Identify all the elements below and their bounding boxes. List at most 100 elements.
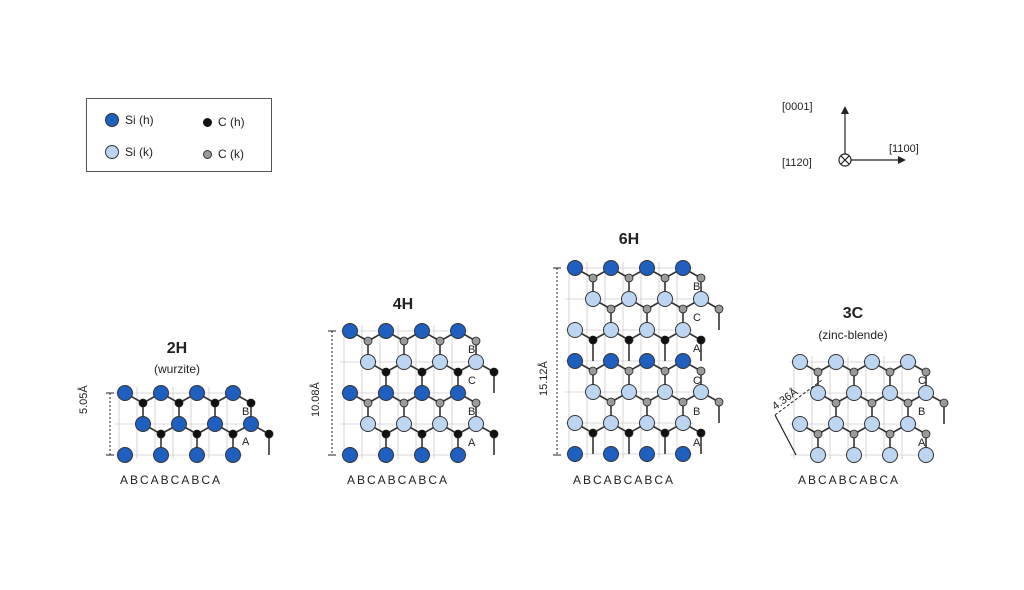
polytype-6h-layer: C bbox=[693, 312, 701, 324]
polytype-6h-carbon-atom bbox=[624, 273, 634, 283]
polytype-3c-silicon-atom bbox=[810, 385, 826, 401]
axis-right-label: [1100] bbox=[889, 143, 919, 155]
polytype-2h-carbon-atom bbox=[228, 429, 238, 439]
polytype-6h-silicon-atom bbox=[675, 446, 691, 462]
polytype-3c-silicon-atom bbox=[864, 416, 880, 432]
polytype-6h-title: 6H bbox=[618, 231, 640, 248]
polytype-4h-carbon-atom bbox=[435, 336, 445, 346]
polytype-4h-carbon-atom bbox=[417, 429, 427, 439]
polytype-6h-carbon-atom bbox=[606, 304, 616, 314]
polytype-6h-carbon-atom bbox=[696, 335, 706, 345]
polytype-4h-silicon-atom bbox=[342, 385, 358, 401]
polytype-6h-silicon-atom bbox=[603, 415, 619, 431]
polytype-4h-silicon-atom bbox=[360, 354, 376, 370]
polytype-6h-carbon-atom bbox=[606, 397, 616, 407]
polytype-4h-carbon-atom bbox=[489, 367, 499, 377]
polytype-2h-silicon-atom bbox=[243, 416, 259, 432]
polytype-6h-silicon-atom bbox=[585, 384, 601, 400]
polytype-6h-silicon-atom bbox=[657, 291, 673, 307]
polytype-3c-carbon-atom bbox=[921, 367, 931, 377]
polytype-6h-silicon-atom bbox=[585, 291, 601, 307]
polytype-2h-layer: B bbox=[242, 406, 250, 418]
polytype-6h-silicon-atom bbox=[621, 291, 637, 307]
polytype-2h-silicon-atom bbox=[225, 447, 241, 463]
axis-right-arrow-icon bbox=[845, 156, 906, 164]
polytype-6h-silicon-atom bbox=[639, 322, 655, 338]
polytype-4h-silicon-atom bbox=[468, 416, 484, 432]
polytype-4h-stacking: ABCABCABCA bbox=[347, 473, 450, 487]
polytype-6h-silicon-atom bbox=[693, 384, 709, 400]
polytype-3c-carbon-atom bbox=[939, 398, 949, 408]
polytype-3c-silicon-atom bbox=[792, 416, 808, 432]
polytype-6h-layer: B bbox=[693, 281, 701, 293]
polytype-2h-carbon-atom bbox=[156, 429, 166, 439]
polytype-3c-stacking: ABCABCABCA bbox=[798, 473, 901, 487]
polytype-2h-silicon-atom bbox=[117, 385, 133, 401]
polytype-6h-carbon-atom bbox=[660, 428, 670, 438]
polytype-6h-dimension: 15.12Å bbox=[538, 361, 550, 396]
polytype-3c-subtitle: (zinc-blende) bbox=[818, 328, 888, 342]
polytype-4h-silicon-atom bbox=[450, 323, 466, 339]
polytype-4h-carbon-atom bbox=[471, 398, 481, 408]
polytype-4h-layer: B bbox=[468, 406, 476, 418]
polytype-2h-carbon-atom bbox=[192, 429, 202, 439]
polytype-2h-silicon-atom bbox=[225, 385, 241, 401]
polytype-4h-silicon-atom bbox=[396, 354, 412, 370]
polytype-3c-carbon-atom bbox=[813, 367, 823, 377]
si-k-swatch-icon bbox=[105, 145, 119, 159]
polytype-6h-silicon-atom bbox=[567, 353, 583, 369]
polytype-4h-silicon-atom bbox=[342, 447, 358, 463]
polytype-3c-carbon-atom bbox=[849, 429, 859, 439]
polytype-3c-silicon-atom bbox=[828, 416, 844, 432]
polytype-6h-layer: A bbox=[693, 437, 701, 449]
polytype-4h-carbon-atom bbox=[471, 336, 481, 346]
legend-si-k: Si (k) bbox=[105, 145, 153, 159]
polytype-3c-silicon-atom bbox=[918, 385, 934, 401]
polytype-3c-silicon-atom bbox=[810, 447, 826, 463]
polytype-6h-layer: B bbox=[693, 406, 701, 418]
c-k-swatch-icon bbox=[203, 149, 212, 159]
polytype-3c-silicon-atom bbox=[900, 354, 916, 370]
polytype-2h-layer: A bbox=[242, 436, 250, 448]
legend-si-h-label: Si (h) bbox=[125, 113, 154, 127]
axis-up-arrow-icon bbox=[841, 106, 849, 160]
polytype-2h-silicon-atom bbox=[153, 385, 169, 401]
polytype-2h-title: 2H bbox=[166, 340, 188, 357]
polytype-6h-silicon-atom bbox=[567, 322, 583, 338]
polytype-4h-carbon-atom bbox=[381, 429, 391, 439]
polytype-3c-silicon-atom bbox=[918, 447, 934, 463]
polytype-4h-dimension: 10.08Å bbox=[310, 382, 322, 417]
polytype-6h-carbon-atom bbox=[642, 304, 652, 314]
polytype-6h-carbon-atom bbox=[660, 335, 670, 345]
polytype-4h-carbon-atom bbox=[489, 429, 499, 439]
polytype-6h-silicon-atom bbox=[603, 353, 619, 369]
polytype-6h-silicon-atom bbox=[639, 260, 655, 276]
polytype-2h-silicon-atom bbox=[189, 385, 205, 401]
polytype-2h-dimension: 5.05Å bbox=[78, 385, 90, 414]
polytype-6h-carbon-atom bbox=[696, 273, 706, 283]
polytype-3c-carbon-atom bbox=[885, 429, 895, 439]
polytype-6h-carbon-atom bbox=[696, 428, 706, 438]
polytype-2h-carbon-atom bbox=[264, 429, 274, 439]
polytype-3c-carbon-atom bbox=[921, 429, 931, 439]
polytype-4h-silicon-atom bbox=[414, 447, 430, 463]
polytype-6h-silicon-atom bbox=[567, 446, 583, 462]
polytype-6h-silicon-atom bbox=[693, 291, 709, 307]
legend: Si (h) C (h) Si (k) C (k) bbox=[86, 98, 272, 172]
polytype-2h-silicon-atom bbox=[135, 416, 151, 432]
polytype-6h-carbon-atom bbox=[660, 273, 670, 283]
polytype-6h-silicon-atom bbox=[639, 415, 655, 431]
polytype-4h-carbon-atom bbox=[435, 398, 445, 408]
polytype-4h-carbon-atom bbox=[453, 429, 463, 439]
polytype-6h-carbon-atom bbox=[588, 366, 598, 376]
polytype-3c-silicon-atom bbox=[846, 447, 862, 463]
legend-si-h: Si (h) bbox=[105, 113, 154, 127]
legend-si-k-label: Si (k) bbox=[125, 145, 153, 159]
polytype-4h-carbon-atom bbox=[399, 398, 409, 408]
polytype-4h-layer: C bbox=[468, 375, 476, 387]
polytype-4h-carbon-atom bbox=[363, 398, 373, 408]
polytype-4h-silicon-atom bbox=[342, 323, 358, 339]
polytype-6h-carbon-atom bbox=[624, 428, 634, 438]
